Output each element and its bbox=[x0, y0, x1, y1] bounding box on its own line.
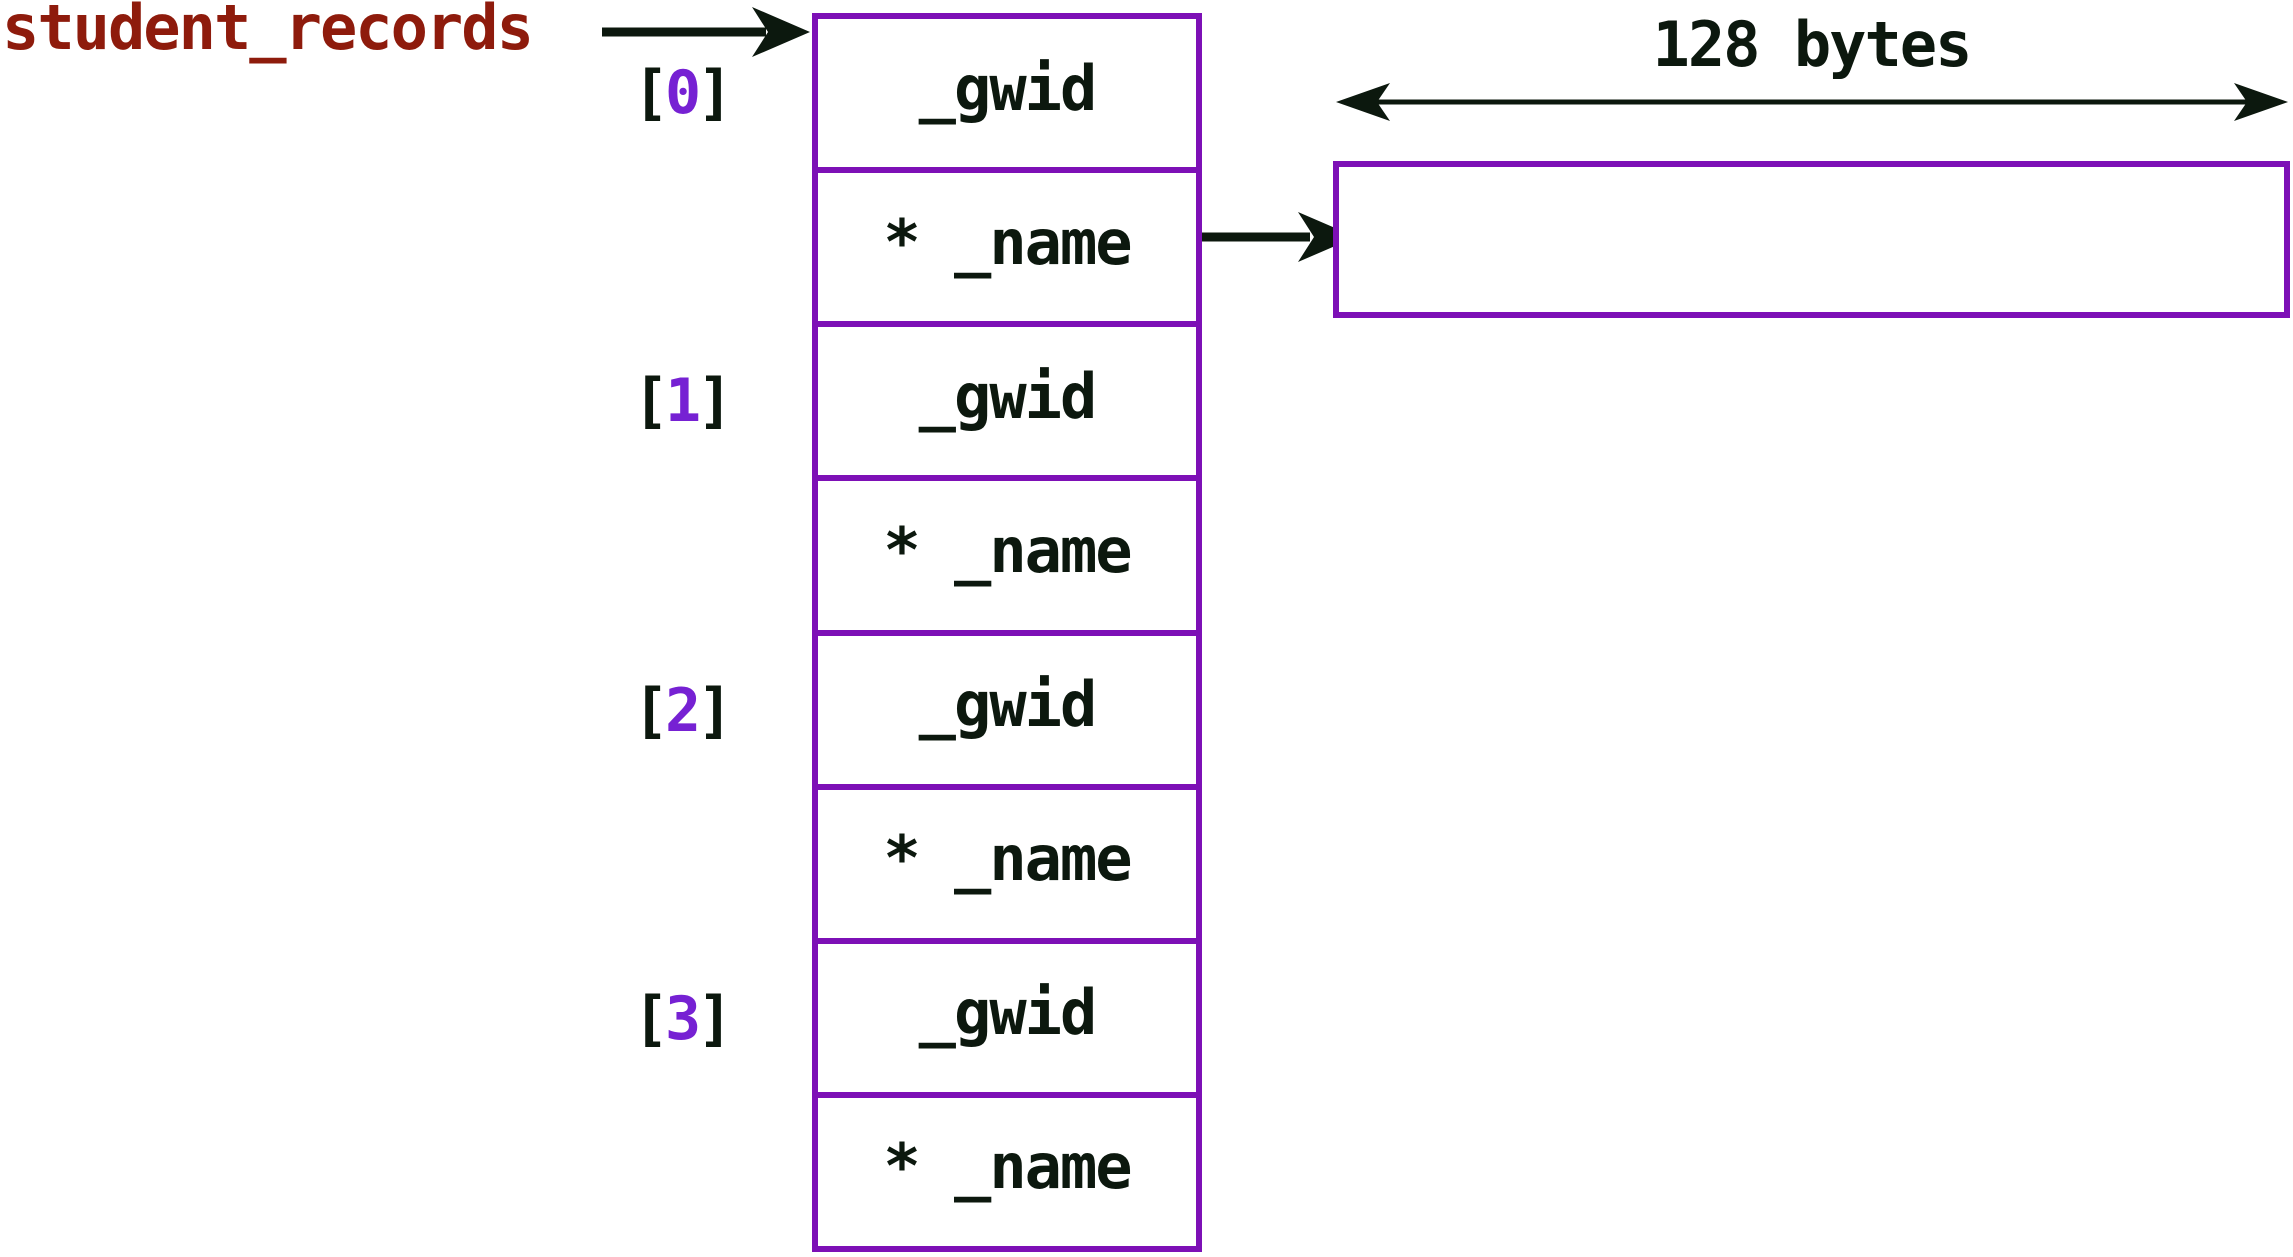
index-label-3: [3] bbox=[632, 984, 733, 1054]
pointer-arrow bbox=[602, 7, 810, 57]
cell-3-name: * _name bbox=[818, 1091, 1196, 1246]
index-label-2: [2] bbox=[632, 676, 733, 746]
cell-0-gwid: _gwid bbox=[918, 51, 1098, 125]
cell-1-gwid: _gwid bbox=[818, 321, 1196, 475]
pointer-variable-label: student_records bbox=[2, 0, 534, 64]
size-label: 128 bytes bbox=[1652, 8, 1973, 81]
cell-1-name: * _name bbox=[818, 475, 1196, 629]
size-extent-arrow bbox=[1336, 83, 2288, 121]
index-label-0: [0] bbox=[632, 58, 733, 128]
heap-buffer-box bbox=[1333, 161, 2290, 318]
index-label-1: [1] bbox=[632, 366, 733, 436]
cell-3-gwid: _gwid bbox=[818, 937, 1196, 1092]
cell-2-name: * _name bbox=[818, 783, 1196, 938]
cell-0-name: * _name bbox=[818, 167, 1196, 321]
record-array-box: _gwid * _name _gwid * _name _gwid * _nam… bbox=[812, 13, 1202, 1252]
cell-2-gwid: _gwid bbox=[818, 629, 1196, 784]
